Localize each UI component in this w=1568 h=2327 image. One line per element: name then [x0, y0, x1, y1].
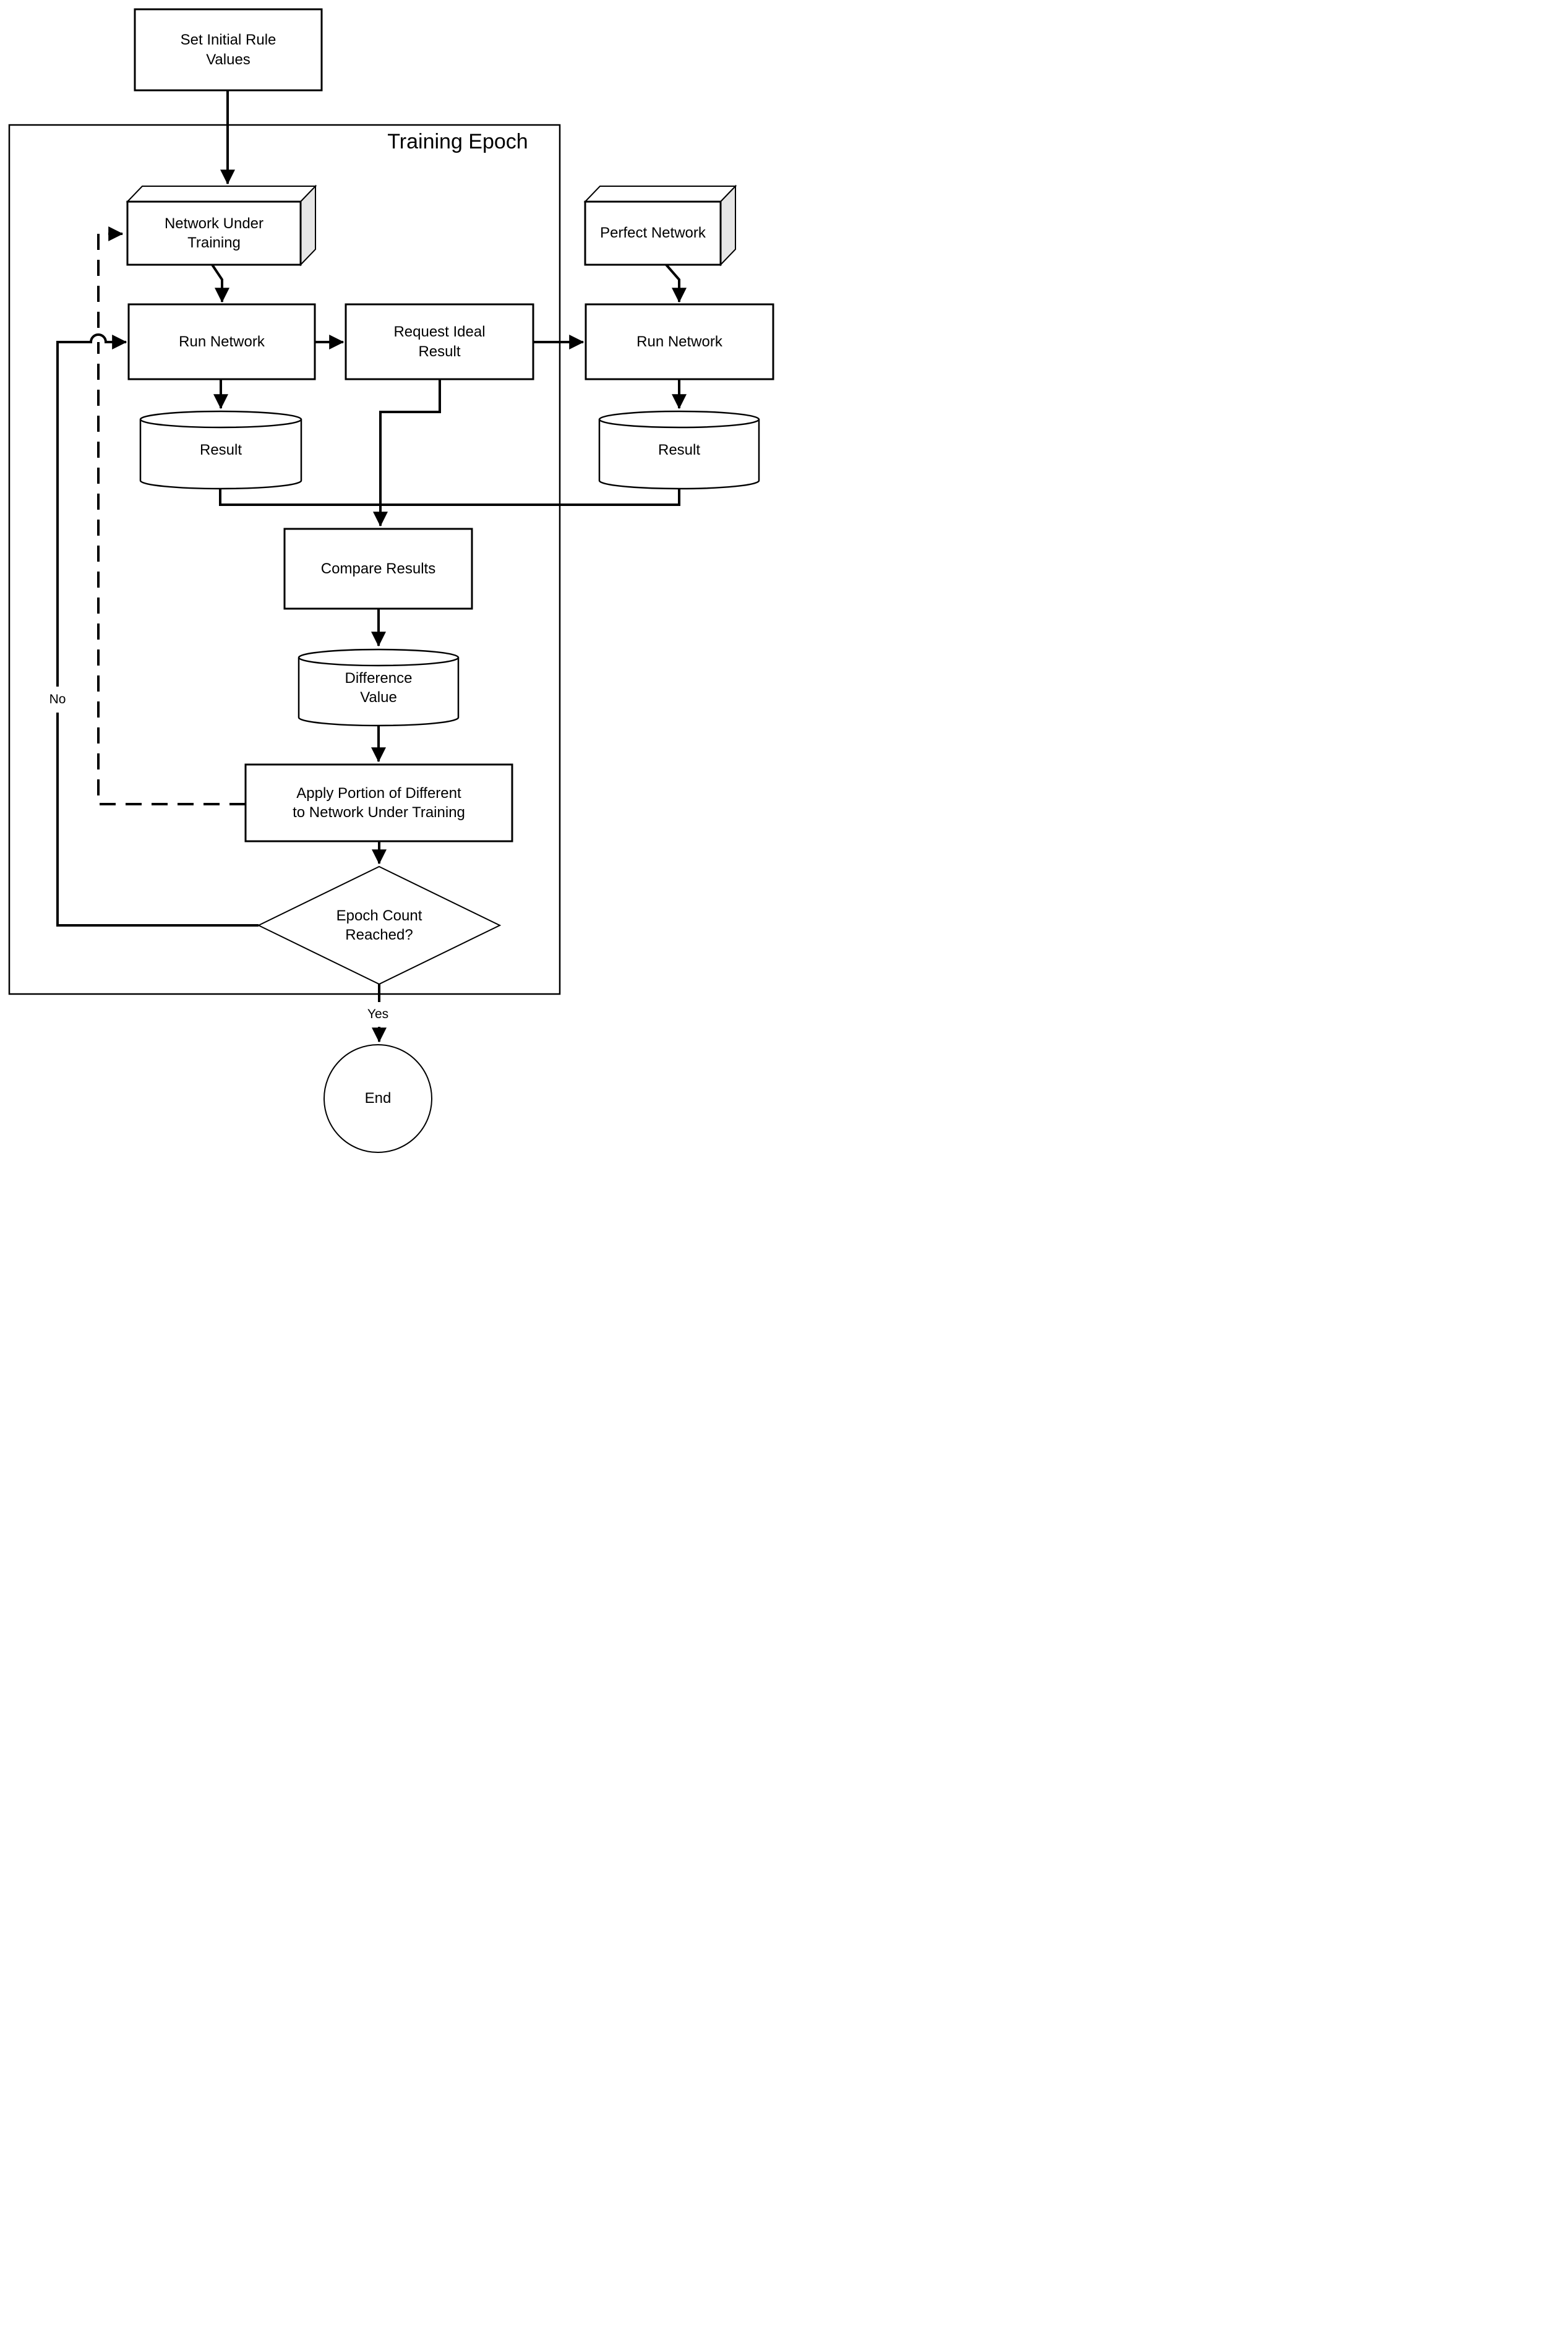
flowchart-drawing	[8, 8, 774, 1153]
network-under-training-shape	[126, 184, 317, 267]
flowchart-canvas: Training Epoch Set Initial Rule Values N…	[0, 0, 784, 1164]
result-left-shape	[139, 410, 302, 490]
edge-network-to-run-left	[211, 264, 229, 303]
result-right-shape	[598, 410, 760, 490]
end-shape	[323, 1044, 432, 1153]
apply-portion-shape	[244, 763, 513, 842]
epoch-count-reached-shape	[257, 865, 502, 985]
run-network-right-shape	[585, 303, 774, 380]
edge-perfect-to-run-right	[665, 264, 687, 303]
request-ideal-result-shape	[345, 303, 534, 380]
perfect-network-shape	[583, 184, 737, 267]
training-epoch-container	[8, 124, 561, 995]
start-box-shape	[134, 8, 323, 92]
edge-results-merge-bus	[219, 489, 680, 506]
difference-value-shape	[298, 648, 460, 727]
edge-request-to-compare	[373, 379, 441, 527]
edge-apply-to-network-dashed	[97, 226, 246, 805]
run-network-left-shape	[127, 303, 316, 380]
edge-no-loop	[56, 333, 259, 927]
compare-results-shape	[283, 528, 473, 610]
